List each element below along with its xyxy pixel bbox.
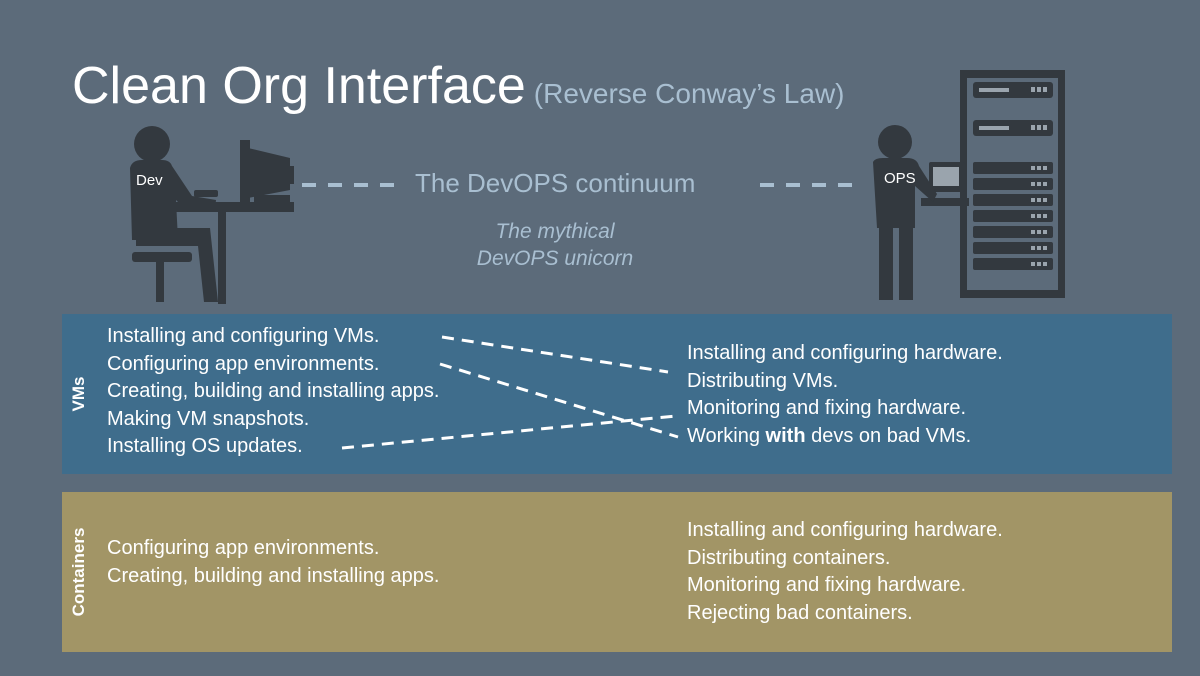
list-item: Distributing containers.	[687, 546, 891, 569]
list-item: Installing OS updates.	[107, 435, 303, 457]
containers-band: Containers Configuring app environments.…	[62, 492, 1172, 652]
containers-label-text: Containers	[69, 527, 88, 617]
vms-label-text: VMs	[69, 376, 88, 412]
vms-band: VMs Installing and configuring VMs. Conf…	[62, 314, 1172, 474]
containers-band-label: Containers	[62, 492, 96, 652]
operator-at-server-rack-icon	[873, 70, 1065, 300]
subtitle: (Reverse Conway’s Law)	[533, 78, 845, 109]
list-item: Creating, building and installing apps.	[107, 564, 440, 587]
vms-dev-tasks: Installing and configuring VMs. Configur…	[107, 323, 439, 461]
continuum-label: The DevOPS continuum	[415, 168, 696, 198]
list-item: Installing and configuring hardware.	[687, 342, 1003, 364]
unicorn-label: The mythical DevOPS unicorn	[440, 218, 670, 272]
list-item: Configuring app environments.	[107, 352, 380, 375]
text-bold: with	[765, 424, 806, 447]
list-item: Distributing VMs.	[687, 369, 839, 392]
list-item: Creating, building and installing apps.	[107, 380, 440, 402]
list-item: Making VM snapshots.	[107, 407, 310, 430]
list-item: Monitoring and fixing hardware.	[687, 397, 967, 419]
text-before: Working	[687, 424, 766, 447]
unicorn-line-1: The mythical	[495, 220, 615, 243]
title-text: Clean Org Interface	[72, 57, 526, 115]
list-item: Monitoring and fixing hardware.	[687, 574, 967, 596]
vms-ops-tasks: Installing and configuring hardware. Dis…	[687, 340, 1003, 450]
list-item: Installing and configuring VMs.	[107, 325, 380, 347]
ops-label: OPS	[884, 170, 916, 187]
list-item: Rejecting bad containers.	[687, 601, 913, 624]
dev-label: Dev	[136, 172, 163, 189]
page-title: Clean Org Interface(Reverse Conway’s Law…	[72, 57, 845, 115]
unicorn-line-2: DevOPS unicorn	[476, 247, 634, 270]
list-item: Installing and configuring hardware.	[687, 519, 1003, 541]
containers-ops-tasks: Installing and configuring hardware. Dis…	[687, 517, 1003, 627]
vms-band-label: VMs	[62, 314, 96, 474]
list-item: Configuring app environments.	[107, 537, 380, 559]
list-item: Working with devs on bad VMs.	[687, 423, 1003, 451]
developer-at-desk-icon	[130, 126, 294, 304]
text-after: devs on bad VMs.	[805, 424, 972, 447]
containers-dev-tasks: Configuring app environments. Creating, …	[107, 535, 439, 590]
